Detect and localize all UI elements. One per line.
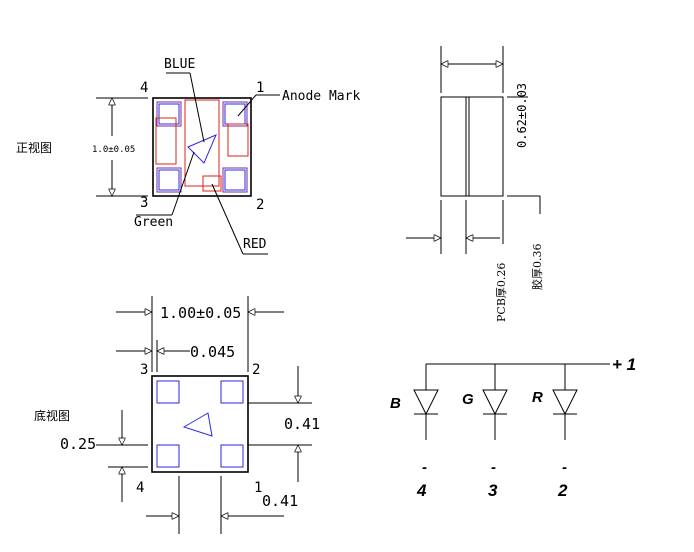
front-pad-2 bbox=[222, 167, 248, 193]
front-blue-pad-2 bbox=[224, 169, 246, 191]
bottom-view: 底视图 3 2 4 1 1.00±0.05 0.045 0.41 0.25 bbox=[34, 296, 320, 534]
front-blue-pad-4 bbox=[158, 103, 180, 125]
front-anode-triangle bbox=[187, 134, 217, 164]
bottom-width-dim: 1.00±0.05 bbox=[160, 304, 241, 322]
front-red-chip-left bbox=[155, 117, 177, 165]
front-pin-3: 3 bbox=[140, 195, 148, 211]
front-red-chip-small bbox=[202, 175, 222, 192]
front-view-label: 正视图 bbox=[16, 140, 52, 155]
front-anode-leader bbox=[237, 94, 257, 117]
front-height-dim: 1.0±0.05 bbox=[92, 145, 135, 155]
front-pad-4 bbox=[156, 101, 182, 127]
side-view: 0.62±0.03 PCB厚0.26 胶厚0.36 bbox=[406, 46, 544, 322]
front-blue-pad-1 bbox=[224, 103, 246, 125]
bottom-left-pad-dim: 0.25 bbox=[60, 435, 96, 453]
front-red-chip-right bbox=[227, 123, 249, 157]
front-pin-1: 1 bbox=[256, 80, 264, 96]
front-red-leader bbox=[211, 183, 244, 255]
side-pcb-label: PCB厚0.26 bbox=[495, 263, 508, 322]
front-pin-4: 4 bbox=[140, 80, 148, 96]
front-label-anode: Anode Mark bbox=[282, 89, 360, 104]
front-green-leader bbox=[171, 151, 195, 216]
diode-r-label: R bbox=[532, 389, 543, 406]
side-glue-label: 胶厚0.36 bbox=[530, 244, 544, 291]
diode-b-symbol bbox=[413, 389, 439, 416]
front-label-green: Green bbox=[134, 215, 173, 230]
diode-g-label: G bbox=[462, 391, 474, 408]
diode-b-pin: 4 bbox=[416, 481, 427, 500]
diode-b-minus: - bbox=[422, 459, 427, 476]
diode-r-minus: - bbox=[562, 459, 567, 476]
front-package-outline bbox=[152, 97, 252, 197]
schematic: + 1 B - 4 G - 3 R - 2 bbox=[390, 355, 636, 500]
front-red-chip-center bbox=[184, 99, 220, 187]
bottom-bottom-pad-dim: 0.41 bbox=[262, 492, 298, 510]
front-pad-1 bbox=[222, 101, 248, 127]
bottom-pad-2 bbox=[220, 380, 244, 404]
diode-g-minus: - bbox=[491, 459, 496, 476]
bottom-pad-3 bbox=[156, 380, 180, 404]
diode-b-label: B bbox=[390, 395, 401, 412]
diode-g-pin: 3 bbox=[488, 481, 498, 500]
bottom-package-outline bbox=[151, 375, 249, 473]
bottom-pin-1: 1 bbox=[254, 480, 262, 496]
diode-r-symbol bbox=[552, 389, 578, 416]
front-pin-2: 2 bbox=[256, 197, 264, 213]
side-body-outline bbox=[440, 96, 504, 197]
bottom-pin-4: 4 bbox=[136, 480, 144, 496]
front-label-red: RED bbox=[243, 237, 267, 252]
diode-g-symbol bbox=[482, 389, 508, 416]
diode-r-pin: 2 bbox=[557, 481, 568, 500]
front-view: 正视图 4 1 3 2 1.0±0.05 BLUE bbox=[16, 57, 360, 255]
front-label-blue: BLUE bbox=[164, 57, 195, 72]
front-blue-leader bbox=[189, 72, 205, 143]
bottom-pad-1 bbox=[220, 444, 244, 468]
bottom-pad-4 bbox=[156, 444, 180, 468]
bottom-right-pad-dim: 0.41 bbox=[284, 415, 320, 433]
bottom-pin-3: 3 bbox=[140, 362, 148, 378]
common-anode-label: + 1 bbox=[612, 355, 636, 374]
bottom-offset-dim: 0.045 bbox=[190, 343, 235, 361]
bottom-polarity-triangle bbox=[182, 412, 213, 437]
bottom-pin-2: 2 bbox=[252, 362, 260, 378]
front-blue-pad-3 bbox=[158, 169, 180, 191]
side-height-dim: 0.62±0.03 bbox=[515, 83, 529, 148]
front-pad-3 bbox=[156, 167, 182, 193]
bottom-view-label: 底视图 bbox=[34, 408, 70, 423]
